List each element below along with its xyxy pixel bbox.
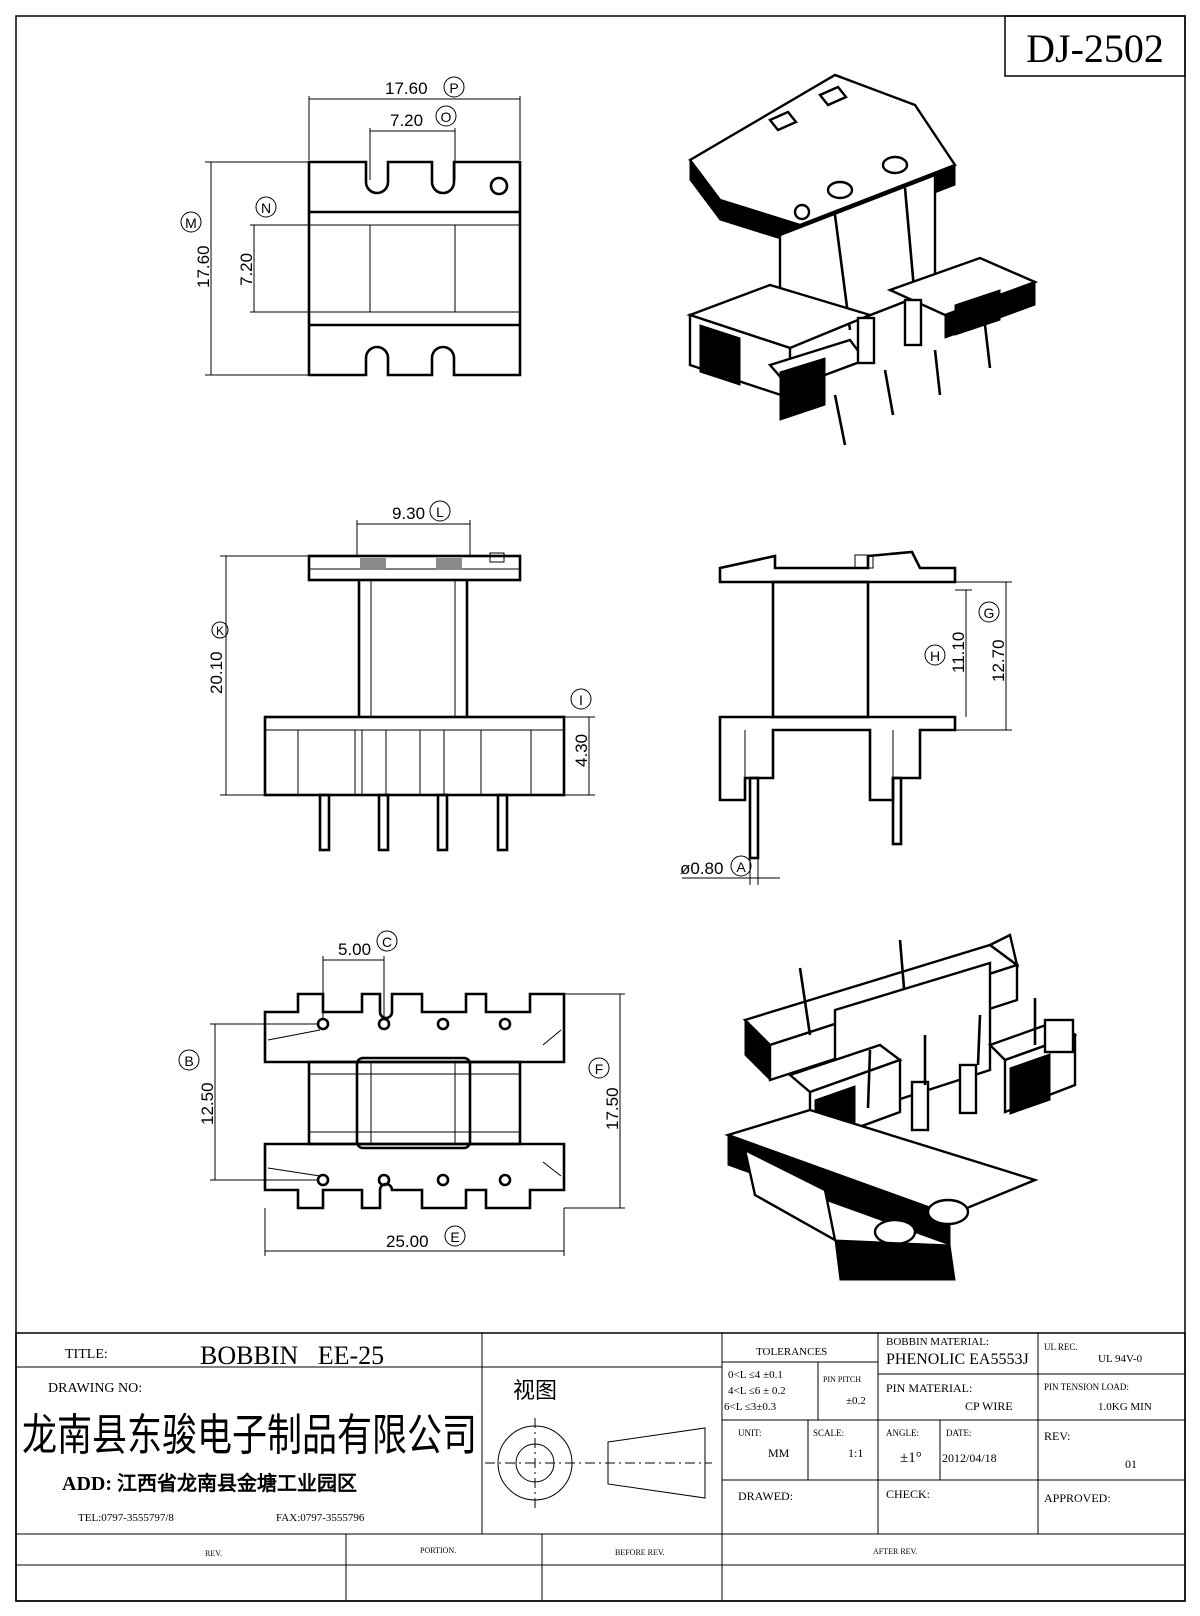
dim-b-value: 12.50 — [198, 1082, 217, 1125]
dim-i-value: 4.30 — [572, 734, 591, 767]
dim-g-value: 12.70 — [989, 639, 1008, 682]
marker-k: K — [216, 624, 224, 638]
tolerance-row-2: 4<L ≤6 ± 0.2 — [728, 1385, 786, 1397]
unit-label: UNIT: — [738, 1428, 762, 1438]
bobbin-material-label: BOBBIN MATERIAL: — [886, 1336, 989, 1348]
bobbin-material-value: PHENOLIC EA5553J — [886, 1351, 1029, 1368]
marker-g: G — [984, 605, 995, 621]
dim-n-value: 7.20 — [237, 253, 256, 286]
rev-label: REV: — [1044, 1429, 1070, 1443]
drawed-label: DRAWED: — [738, 1489, 793, 1503]
tolerance-row-1: 0<L ≤4 ±0.1 — [728, 1369, 783, 1381]
marker-o: O — [441, 109, 452, 125]
dim-p-value: 17.60 — [385, 79, 428, 98]
marker-m: M — [185, 215, 197, 231]
marker-n: N — [261, 200, 271, 216]
company-name: 龙南县东骏电子制品有限公司 — [22, 1411, 477, 1460]
company-tel: TEL:0797-3555797/8 — [78, 1512, 174, 1524]
angle-value: ±1° — [900, 1450, 922, 1466]
marker-a: A — [736, 859, 746, 875]
isometric-view-bottom — [724, 933, 1078, 1281]
portion-column-header: PORTION. — [420, 1546, 456, 1555]
scale-label: SCALE: — [813, 1428, 844, 1438]
title-label: TITLE: — [65, 1347, 108, 1362]
pin-pitch-value: ±0.2 — [846, 1395, 866, 1407]
check-label: CHECK: — [886, 1487, 930, 1501]
dim-c-value: 5.00 — [338, 940, 371, 959]
isometric-view-top — [686, 73, 1039, 446]
pin-pitch-label: PIN PITCH — [823, 1375, 861, 1384]
dim-k-value: 20.10 — [207, 651, 226, 694]
part-number-box: DJ-2502 — [1004, 15, 1186, 77]
before-rev-column-header: BEFORE REV. — [615, 1548, 665, 1557]
rev-value: 01 — [1125, 1457, 1137, 1471]
unit-value: MM — [768, 1446, 790, 1460]
pin-tension-label: PIN TENSION LOAD: — [1044, 1382, 1129, 1392]
dim-l-value: 9.30 — [392, 504, 425, 523]
title-value: BOBBIN EE-25 — [200, 1341, 384, 1370]
part-number: DJ-2502 — [1026, 26, 1164, 71]
marker-c: C — [382, 934, 392, 950]
marker-i: I — [579, 692, 583, 708]
title-block: TITLE: BOBBIN EE-25 DRAWING NO: 龙南县东骏电子制… — [15, 1332, 1186, 1602]
dim-o-value: 7.20 — [390, 111, 423, 130]
angle-label: ANGLE: — [886, 1428, 919, 1438]
front-view: 9.30 L 20.10 K 4.30 I — [207, 500, 595, 852]
side-view: 12.70 G 11.10 H ø0.80 A — [680, 550, 1012, 885]
dim-a-value: ø0.80 — [680, 859, 723, 878]
marker-h: H — [930, 648, 940, 664]
scale-value: 1:1 — [848, 1446, 863, 1460]
drawing-no-label: DRAWING NO: — [48, 1381, 142, 1396]
after-rev-column-header: AFTER REV. — [873, 1547, 917, 1556]
date-value: 2012/04/18 — [942, 1451, 997, 1465]
pin-material-value: CP WIRE — [965, 1399, 1013, 1413]
approved-label: APPROVED: — [1044, 1491, 1111, 1505]
marker-f: F — [595, 1061, 604, 1077]
dim-m-value: 17.60 — [194, 245, 213, 288]
view-symbol-cone — [607, 1427, 706, 1499]
company-fax: FAX:0797-3555796 — [276, 1512, 365, 1524]
ul-rec-value: UL 94V-0 — [1098, 1353, 1143, 1365]
tolerances-label: TOLERANCES — [756, 1346, 827, 1358]
dim-e-value: 25.00 — [386, 1232, 429, 1251]
date-label: DATE: — [946, 1428, 972, 1438]
pin-tension-value: 1.0KG MIN — [1098, 1401, 1152, 1413]
marker-e: E — [450, 1229, 459, 1245]
dim-f-value: 17.50 — [603, 1087, 622, 1130]
rev-column-header: REV. — [205, 1549, 222, 1558]
pin-material-label: PIN MATERIAL: — [886, 1381, 972, 1395]
dim-h-value: 11.10 — [949, 632, 968, 673]
bottom-view: 5.00 C 12.50 B 17.50 F 25.00 E — [178, 930, 625, 1256]
ul-rec-label: UL REC. — [1044, 1342, 1078, 1352]
marker-b: B — [184, 1053, 193, 1069]
marker-l: L — [436, 504, 444, 520]
top-view: 17.60 P 7.20 O 17.60 M 7.20 N — [180, 76, 522, 377]
company-address: ADD: 江西省龙南县金塘工业园区 — [62, 1471, 357, 1495]
tolerance-row-3: 6<L ≤3±0.3 — [724, 1401, 777, 1413]
view-label: 视图 — [513, 1378, 557, 1403]
marker-p: P — [449, 80, 458, 96]
